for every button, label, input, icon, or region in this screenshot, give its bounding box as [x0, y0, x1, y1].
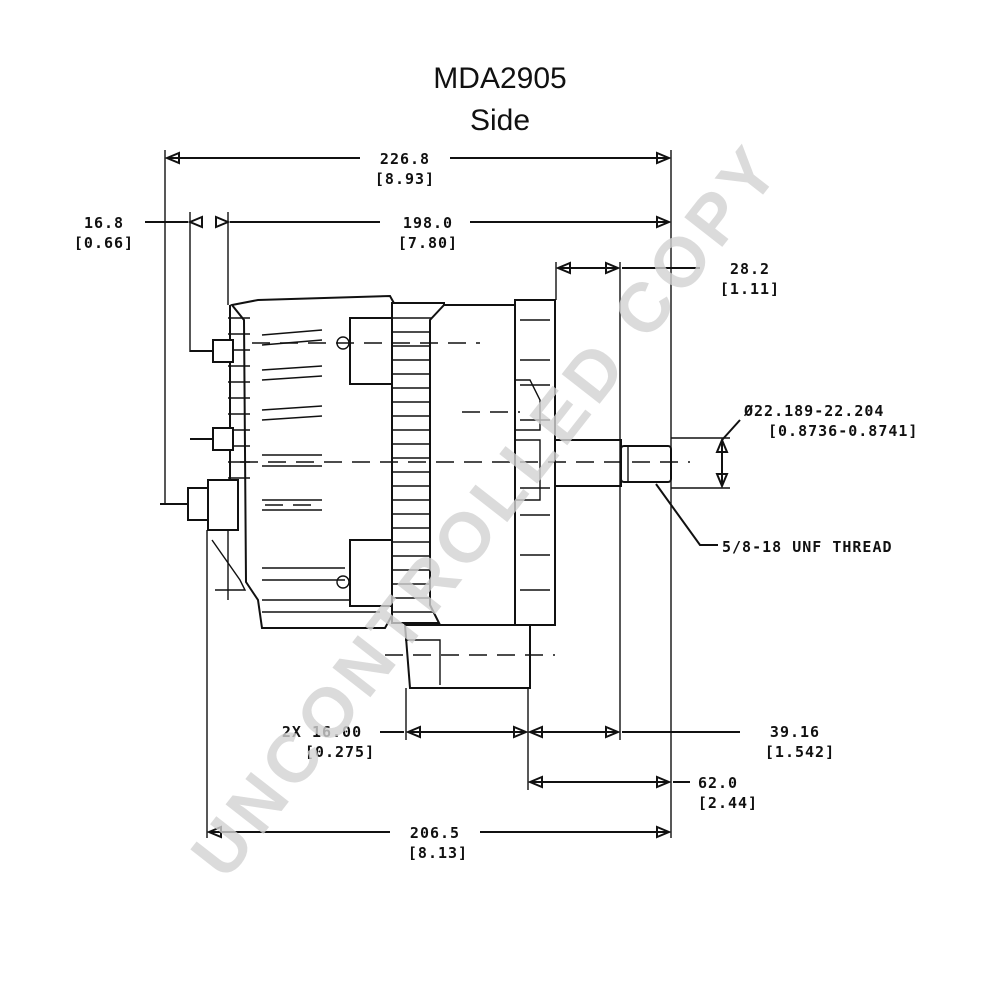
- dim-body-length-in: [7.80]: [398, 234, 458, 252]
- dim-overall-length-in: [8.93]: [375, 170, 435, 188]
- dim-body-length: 198.0: [403, 214, 453, 232]
- dim-mount-width: 2X 16.00: [282, 723, 362, 741]
- lower-mount-foot: [403, 624, 531, 689]
- dim-shaft-length: 28.2: [730, 260, 770, 278]
- dim-shaft-diameter-in: [0.8736-0.8741]: [768, 422, 918, 440]
- dim-thread: 5/8-18 UNF THREAD: [722, 538, 893, 556]
- dim-base-length-in: [8.13]: [408, 844, 468, 862]
- alternator-side-view: [160, 294, 690, 689]
- upper-mount-lug: [349, 317, 393, 385]
- dimension-labels: 226.8 [8.93] 198.0 [7.80] 16.8 [0.66] 28…: [74, 150, 918, 862]
- lower-mount-lug: [349, 539, 393, 607]
- dim-base-length: 206.5: [410, 824, 460, 842]
- drawing-title: MDA2905: [433, 62, 566, 95]
- drawing-subtitle: Side: [470, 104, 530, 137]
- terminal-studs: [160, 339, 247, 600]
- rear-cooling-slots: [261, 329, 380, 613]
- dim-mount-to-shaft: 39.16: [770, 723, 820, 741]
- dim-shaft-length-in: [1.11]: [720, 280, 780, 298]
- dim-terminal-offset-in: [0.66]: [74, 234, 134, 252]
- dim-terminal-offset: 16.8: [84, 214, 124, 232]
- shaft: [554, 439, 672, 487]
- dim-shaft-diameter: Ø22.189-22.204: [743, 402, 884, 420]
- dim-flange-to-shaft-end: 62.0: [698, 774, 738, 792]
- dim-flange-to-shaft-end-in: [2.44]: [698, 794, 758, 812]
- dim-overall-length: 226.8: [380, 150, 430, 168]
- dim-mount-width-in: [0.275]: [305, 743, 375, 761]
- dimension-lines: [145, 150, 741, 839]
- dim-mount-to-shaft-in: [1.542]: [765, 743, 835, 761]
